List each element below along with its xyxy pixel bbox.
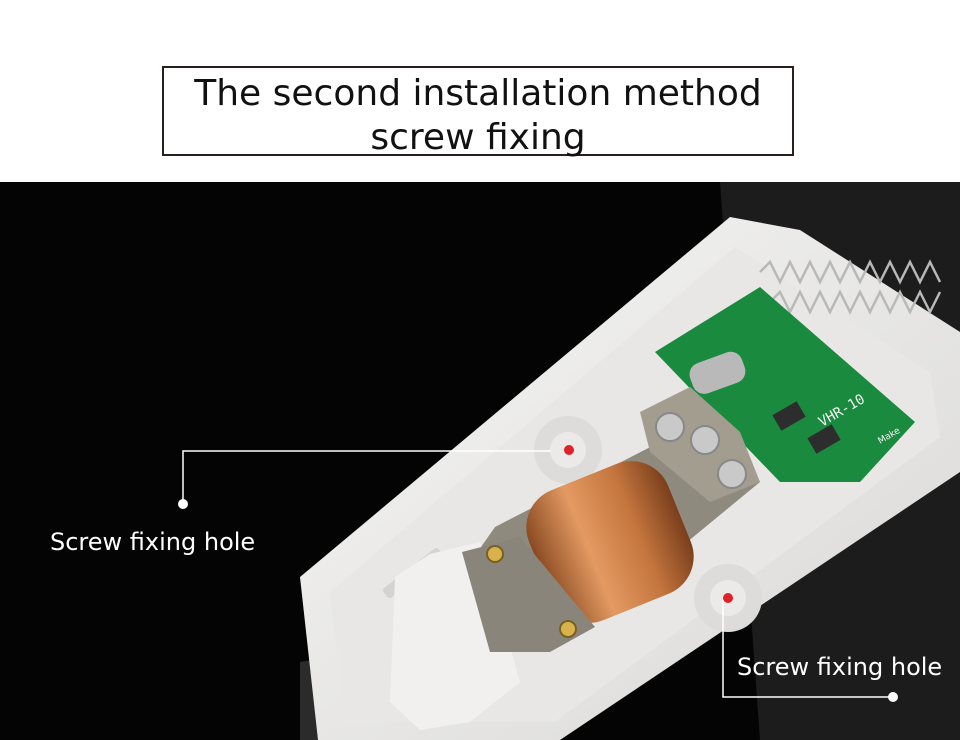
marker-dot-bottom (723, 593, 733, 603)
photo-illustration: VHR-10 Make (178, 182, 960, 740)
relay-screw (690, 425, 720, 455)
product-photo: VHR-10 Make Screw fixing hole Screw fixi… (0, 182, 960, 740)
crystal-component (689, 351, 746, 394)
pcb-board (655, 287, 915, 482)
spring (759, 259, 942, 315)
callout-line-left (182, 450, 551, 504)
title-line-1: The second installation method (194, 73, 762, 114)
callout-dot-left (178, 499, 188, 509)
marker-dot-top (564, 445, 574, 455)
relay-screw (717, 459, 747, 489)
relay-screw (655, 412, 685, 442)
copper-coil (526, 461, 694, 623)
title-line-2: screw fixing (370, 117, 586, 158)
callout-line-right (722, 600, 890, 698)
title-box: The second installation method screw fix… (162, 66, 794, 158)
rivet (486, 545, 504, 563)
smd-component (772, 401, 806, 431)
callout-label-left: Screw fixing hole (50, 528, 256, 556)
callout-label-right: Screw fixing hole (737, 653, 943, 681)
callout-dot-right (888, 692, 898, 702)
smd-component (807, 424, 841, 454)
rivet (559, 620, 577, 638)
